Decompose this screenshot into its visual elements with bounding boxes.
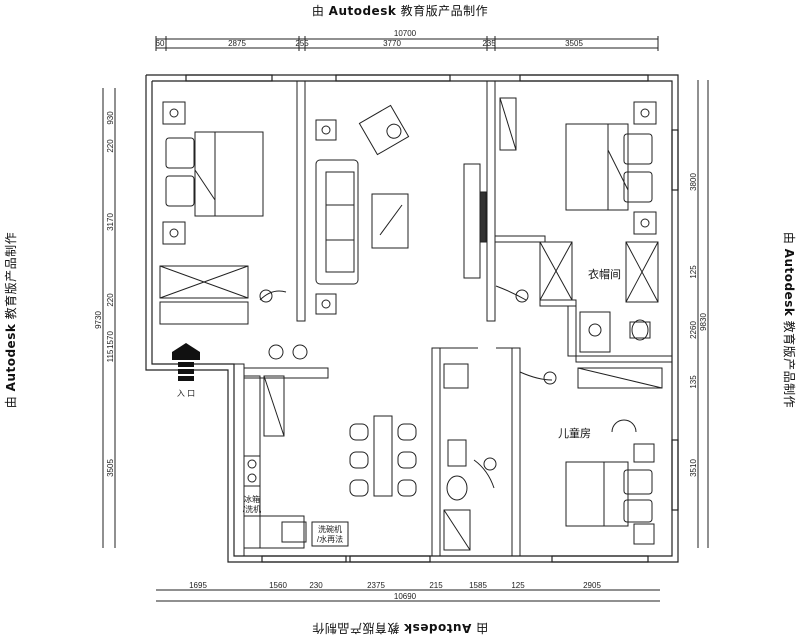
dim-left-seg-1: 220 [106, 139, 115, 153]
fridge-label-1: 冰箱 [244, 494, 260, 504]
armchair [358, 104, 410, 156]
nightstand [633, 101, 657, 125]
dim-top-total: 10700 [394, 29, 417, 38]
dim-right-seg-4: 3510 [689, 459, 698, 477]
nightstand [633, 211, 657, 235]
dim-bottom-seg-6: 125 [511, 581, 525, 590]
dim-right-seg-0: 3800 [689, 173, 698, 191]
living-room [315, 104, 529, 315]
dimension-left: 930 220 3170 220 1570 115 3505 9730 [94, 88, 116, 548]
dimension-right: 3800 125 2260 135 3510 9830 [689, 80, 709, 548]
bathroom [443, 363, 497, 551]
dimension-bottom: 1695 1560 230 2375 215 1585 125 2905 106… [156, 581, 660, 602]
dimension-top: 10700 60 2875 255 3770 235 3505 [155, 29, 659, 51]
dim-bottom-total: 10690 [394, 592, 417, 601]
dim-bottom-seg-1: 1560 [269, 581, 287, 590]
entrance: 入 口 [172, 343, 200, 398]
desk [159, 301, 249, 325]
wardrobe [499, 97, 517, 151]
sofa [315, 159, 359, 285]
room-label-wardrobe: 衣帽间 [588, 267, 621, 281]
watermark-brand: Autodesk [328, 4, 397, 18]
door-swing [519, 371, 553, 381]
pillow [623, 499, 653, 523]
dim-left-total: 9730 [94, 311, 103, 329]
dim-right-total: 9830 [699, 313, 708, 331]
entrance-arrow-icon [172, 343, 200, 352]
dim-top-seg-0: 60 [156, 39, 165, 48]
coffee-table [371, 193, 409, 249]
pillow [623, 469, 653, 495]
dim-left-seg-0: 930 [106, 111, 115, 125]
pillow [165, 137, 195, 169]
dining-area [243, 344, 417, 497]
right-bedroom [499, 97, 657, 235]
interior-walls [233, 80, 673, 557]
toilet [446, 475, 468, 501]
dim-left-seg-3: 220 [106, 293, 115, 307]
kitchen: 冰箱 /洗机 洗碗机 /水再法 [243, 375, 349, 549]
wardrobe [159, 265, 249, 299]
dim-bottom-seg-4: 215 [429, 581, 443, 590]
person-figure [515, 289, 529, 303]
person-figure [543, 371, 557, 385]
dim-top-seg-4: 235 [482, 39, 496, 48]
dim-left-seg-5: 115 [106, 349, 115, 362]
person-figure [259, 289, 273, 303]
watermark-suffix: 教育版产品制作 [400, 4, 489, 18]
appliance [311, 521, 349, 547]
dim-bottom-seg-7: 2905 [583, 581, 601, 590]
dim-right-seg-2: 2260 [689, 321, 698, 339]
kids-room: 儿童房 [519, 367, 663, 545]
dim-bottom-seg-5: 1585 [469, 581, 487, 590]
dim-left-seg-4: 1570 [106, 331, 115, 349]
dim-top-seg-5: 3505 [565, 39, 583, 48]
appliance-label-1: 洗碗机 [318, 524, 342, 534]
left-bedroom [159, 101, 287, 325]
sink [281, 521, 307, 543]
dim-right-seg-1: 125 [689, 265, 698, 279]
door-swing [473, 459, 495, 489]
bar-counter [243, 367, 329, 379]
chair [611, 419, 637, 433]
wardrobe-room: 衣帽间 [539, 241, 659, 303]
side-table [315, 293, 337, 315]
exterior-walls [145, 74, 679, 563]
side-table [315, 119, 337, 141]
dim-top-seg-2: 255 [295, 39, 309, 48]
dim-left-seg-6: 3505 [106, 459, 115, 477]
dim-top-seg-1: 2875 [228, 39, 246, 48]
dining-table [373, 415, 393, 497]
dim-top-seg-3: 3770 [383, 39, 401, 48]
dim-right-seg-3: 135 [689, 375, 698, 389]
bed [194, 131, 264, 217]
dim-bottom-seg-0: 1695 [189, 581, 207, 590]
master-bathroom [579, 311, 651, 353]
door-swing [259, 290, 287, 301]
nightstand [162, 221, 186, 245]
bed [565, 123, 629, 211]
dim-left-seg-2: 3170 [106, 213, 115, 231]
bar-stool [292, 344, 308, 360]
entrance-label: 入 口 [177, 389, 195, 398]
dim-bottom-seg-3: 2375 [367, 581, 385, 590]
door-swing [495, 285, 527, 301]
watermark-prefix: 由 [311, 4, 325, 18]
watermark-top: 由 Autodesk 教育版产品制作 [0, 2, 800, 19]
bar-stool [268, 344, 284, 360]
nightstand [162, 101, 186, 125]
fridge-label-2: /洗机 [243, 504, 261, 514]
pillow [623, 171, 653, 203]
tv-cabinet [463, 163, 481, 279]
dim-bottom-seg-2: 230 [309, 581, 323, 590]
room-label-kids: 儿童房 [558, 426, 591, 440]
pillow [165, 175, 195, 207]
bed [565, 461, 629, 527]
appliance-label-2: /水再法 [317, 534, 343, 544]
person-figure [483, 457, 497, 471]
pillow [623, 133, 653, 165]
